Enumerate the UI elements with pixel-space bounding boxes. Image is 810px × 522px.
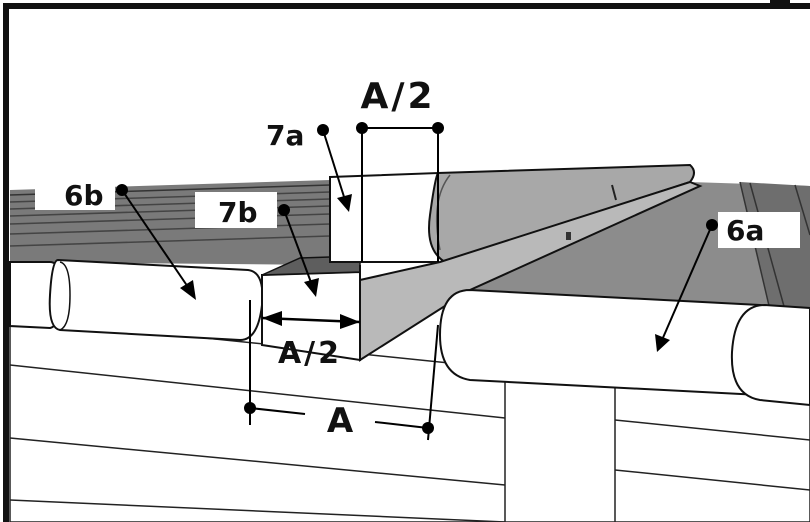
wall-lower — [9, 317, 810, 522]
leader-6b — [35, 180, 196, 300]
leader-7b — [195, 192, 319, 297]
log-6a — [438, 288, 810, 407]
leader-6a — [655, 212, 800, 352]
gutter-channel — [359, 180, 703, 362]
label-6a: 6a — [726, 214, 764, 247]
dimension-left — [261, 311, 361, 329]
label-dim-half-top: A/2 — [360, 76, 435, 117]
ridge-log-7a — [329, 163, 695, 264]
label-7a: 7a — [266, 119, 304, 152]
label-6b: 6b — [64, 179, 104, 212]
log-6b — [9, 258, 264, 342]
label-7b: 7b — [218, 196, 258, 229]
leader-7a — [317, 124, 352, 212]
frame-border — [3, 3, 810, 522]
dimension-full — [244, 300, 439, 441]
label-dim-full: A — [327, 401, 354, 441]
dimension-top — [356, 122, 444, 262]
frame-corner-mark — [770, 0, 790, 8]
label-dim-half-left: A/2 — [278, 336, 342, 371]
